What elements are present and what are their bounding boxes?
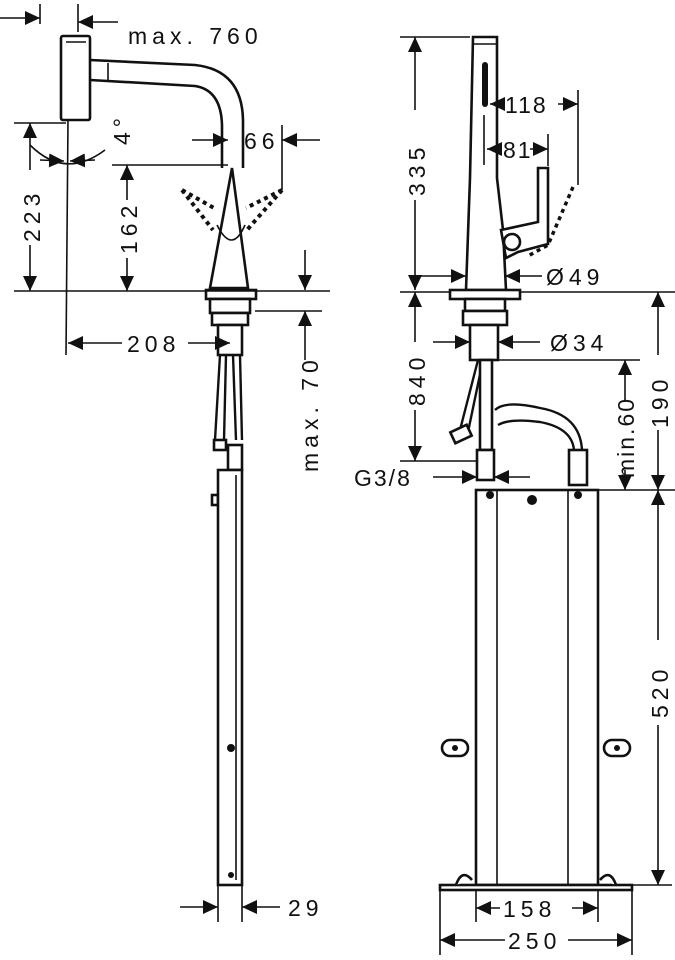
connection-hoses (448, 358, 589, 487)
dim-box-width: 158 (503, 896, 556, 922)
dim-lever-height: 162 (116, 201, 142, 254)
dim-body-diameter: Ø49 (546, 264, 604, 290)
pullout-tube (216, 468, 244, 887)
dim-tube-width: 29 (288, 895, 324, 921)
dim-angle: 4° (109, 113, 135, 145)
dim-connection-thread: G3/8 (354, 465, 412, 491)
dim-min-clearance: min.60 (613, 397, 639, 478)
hoses (210, 354, 244, 887)
dim-lever-reach: 81 (503, 137, 533, 163)
side-view: max. 760 223 4° 162 66 208 max. 70 (0, 4, 330, 922)
spout-arm (89, 58, 245, 168)
dim-shank-diameter: Ø34 (550, 330, 608, 356)
lever-positions (180, 188, 284, 232)
dim-height: 335 (404, 143, 430, 196)
dim-box-clearance: 190 (647, 375, 673, 428)
dim-lever-width: 66 (244, 128, 280, 154)
dim-max-thickness: max. 70 (297, 355, 323, 472)
dim-hose-length: 840 (404, 353, 430, 406)
mounting-box (438, 488, 634, 892)
dim-base-width: 250 (508, 928, 561, 954)
front-view: 335 118 81 Ø49 840 Ø34 min.60 (354, 35, 675, 955)
dim-lever-reach-open: 118 (505, 92, 548, 118)
spray-head (59, 34, 92, 122)
dim-spout-height: 223 (19, 189, 45, 242)
mixer-body (208, 167, 250, 290)
dim-max-reach: max. 760 (128, 23, 263, 49)
dim-projection: 208 (127, 331, 180, 357)
dim-box-height: 520 (647, 665, 673, 718)
